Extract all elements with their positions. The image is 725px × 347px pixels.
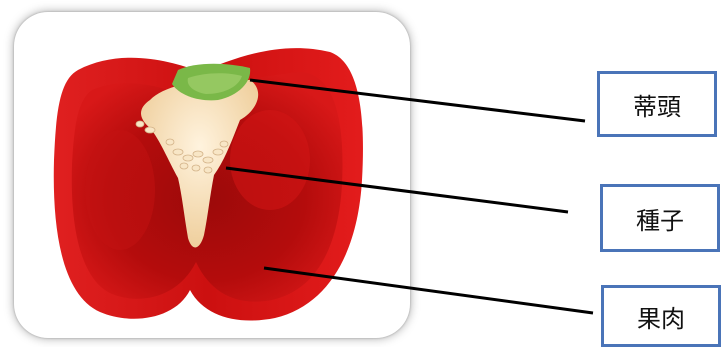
label-flesh: 果肉 (637, 299, 685, 334)
flesh-highlight (85, 130, 155, 250)
label-box-stem: 蒂頭 (597, 71, 717, 137)
label-stem: 蒂頭 (633, 87, 681, 122)
flesh-highlight (230, 110, 310, 210)
label-box-seeds: 種子 (600, 184, 720, 252)
label-box-flesh: 果肉 (601, 285, 721, 347)
label-seeds: 種子 (636, 201, 684, 236)
